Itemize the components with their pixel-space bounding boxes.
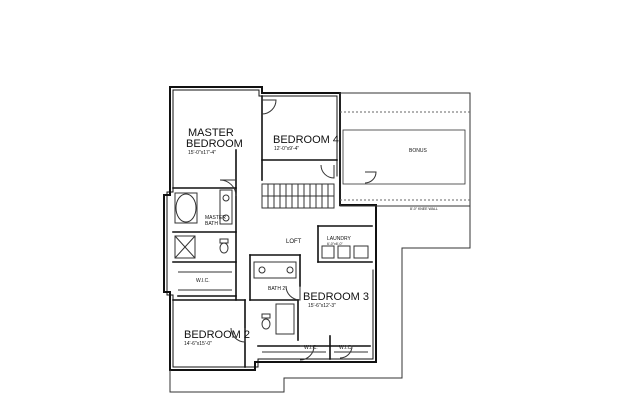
laundry-dims: 6'-0"x6'-0" — [327, 242, 343, 246]
bonus-area — [339, 92, 471, 207]
master-bedroom-dims: 15'-0"x17'-4" — [188, 150, 216, 156]
wic-b-label: W.I.C. — [339, 345, 353, 351]
sink-master-1 — [222, 194, 230, 202]
bedroom4-dims: 12'-0"x9'-4" — [274, 146, 299, 152]
master-bedroom-label-2: BEDROOM — [186, 138, 243, 150]
stairs — [261, 183, 335, 209]
bedroom2-label: BEDROOM 2 — [184, 329, 250, 341]
bathtub — [175, 193, 197, 223]
shower — [174, 235, 196, 259]
fixtures — [174, 189, 369, 353]
dryer — [337, 245, 351, 259]
room-labels: MASTER BEDROOM 15'-0"x17'-4" BEDROOM 4 1… — [184, 127, 438, 351]
master-bedroom-label: MASTER — [188, 127, 234, 139]
bath2-label: BATH 2 — [268, 286, 285, 292]
interior-walls — [172, 95, 373, 368]
wic-a-label: W.I.C. — [304, 345, 318, 351]
washer — [321, 245, 335, 259]
laundry-label: LAUNDRY — [327, 236, 351, 242]
master-wic-label: W.I.C. — [196, 278, 210, 284]
sink-master-2 — [222, 214, 230, 222]
bedroom4-label: BEDROOM 4 — [273, 134, 339, 146]
master-bath-label-2: BATH — [205, 221, 218, 227]
door-swings — [219, 99, 377, 361]
bedroom2-dims: 14'-6"x15'-0" — [184, 341, 212, 347]
sink-bath2-1 — [258, 266, 266, 274]
sink-bath2-2 — [286, 266, 294, 274]
wall-note: 8'-0" KNEE WALL — [410, 207, 438, 211]
loft-label: LOFT — [286, 239, 302, 245]
tub-bath2 — [275, 303, 295, 335]
toilet-master — [219, 242, 229, 254]
bonus-label: BONUS — [409, 148, 427, 154]
bedroom3-dims: 15'-6"x12'-3" — [308, 303, 336, 309]
toilet-bath2 — [261, 318, 271, 330]
master-bath-label: MASTER — [205, 215, 226, 221]
bedroom3-label: BEDROOM 3 — [303, 291, 369, 303]
